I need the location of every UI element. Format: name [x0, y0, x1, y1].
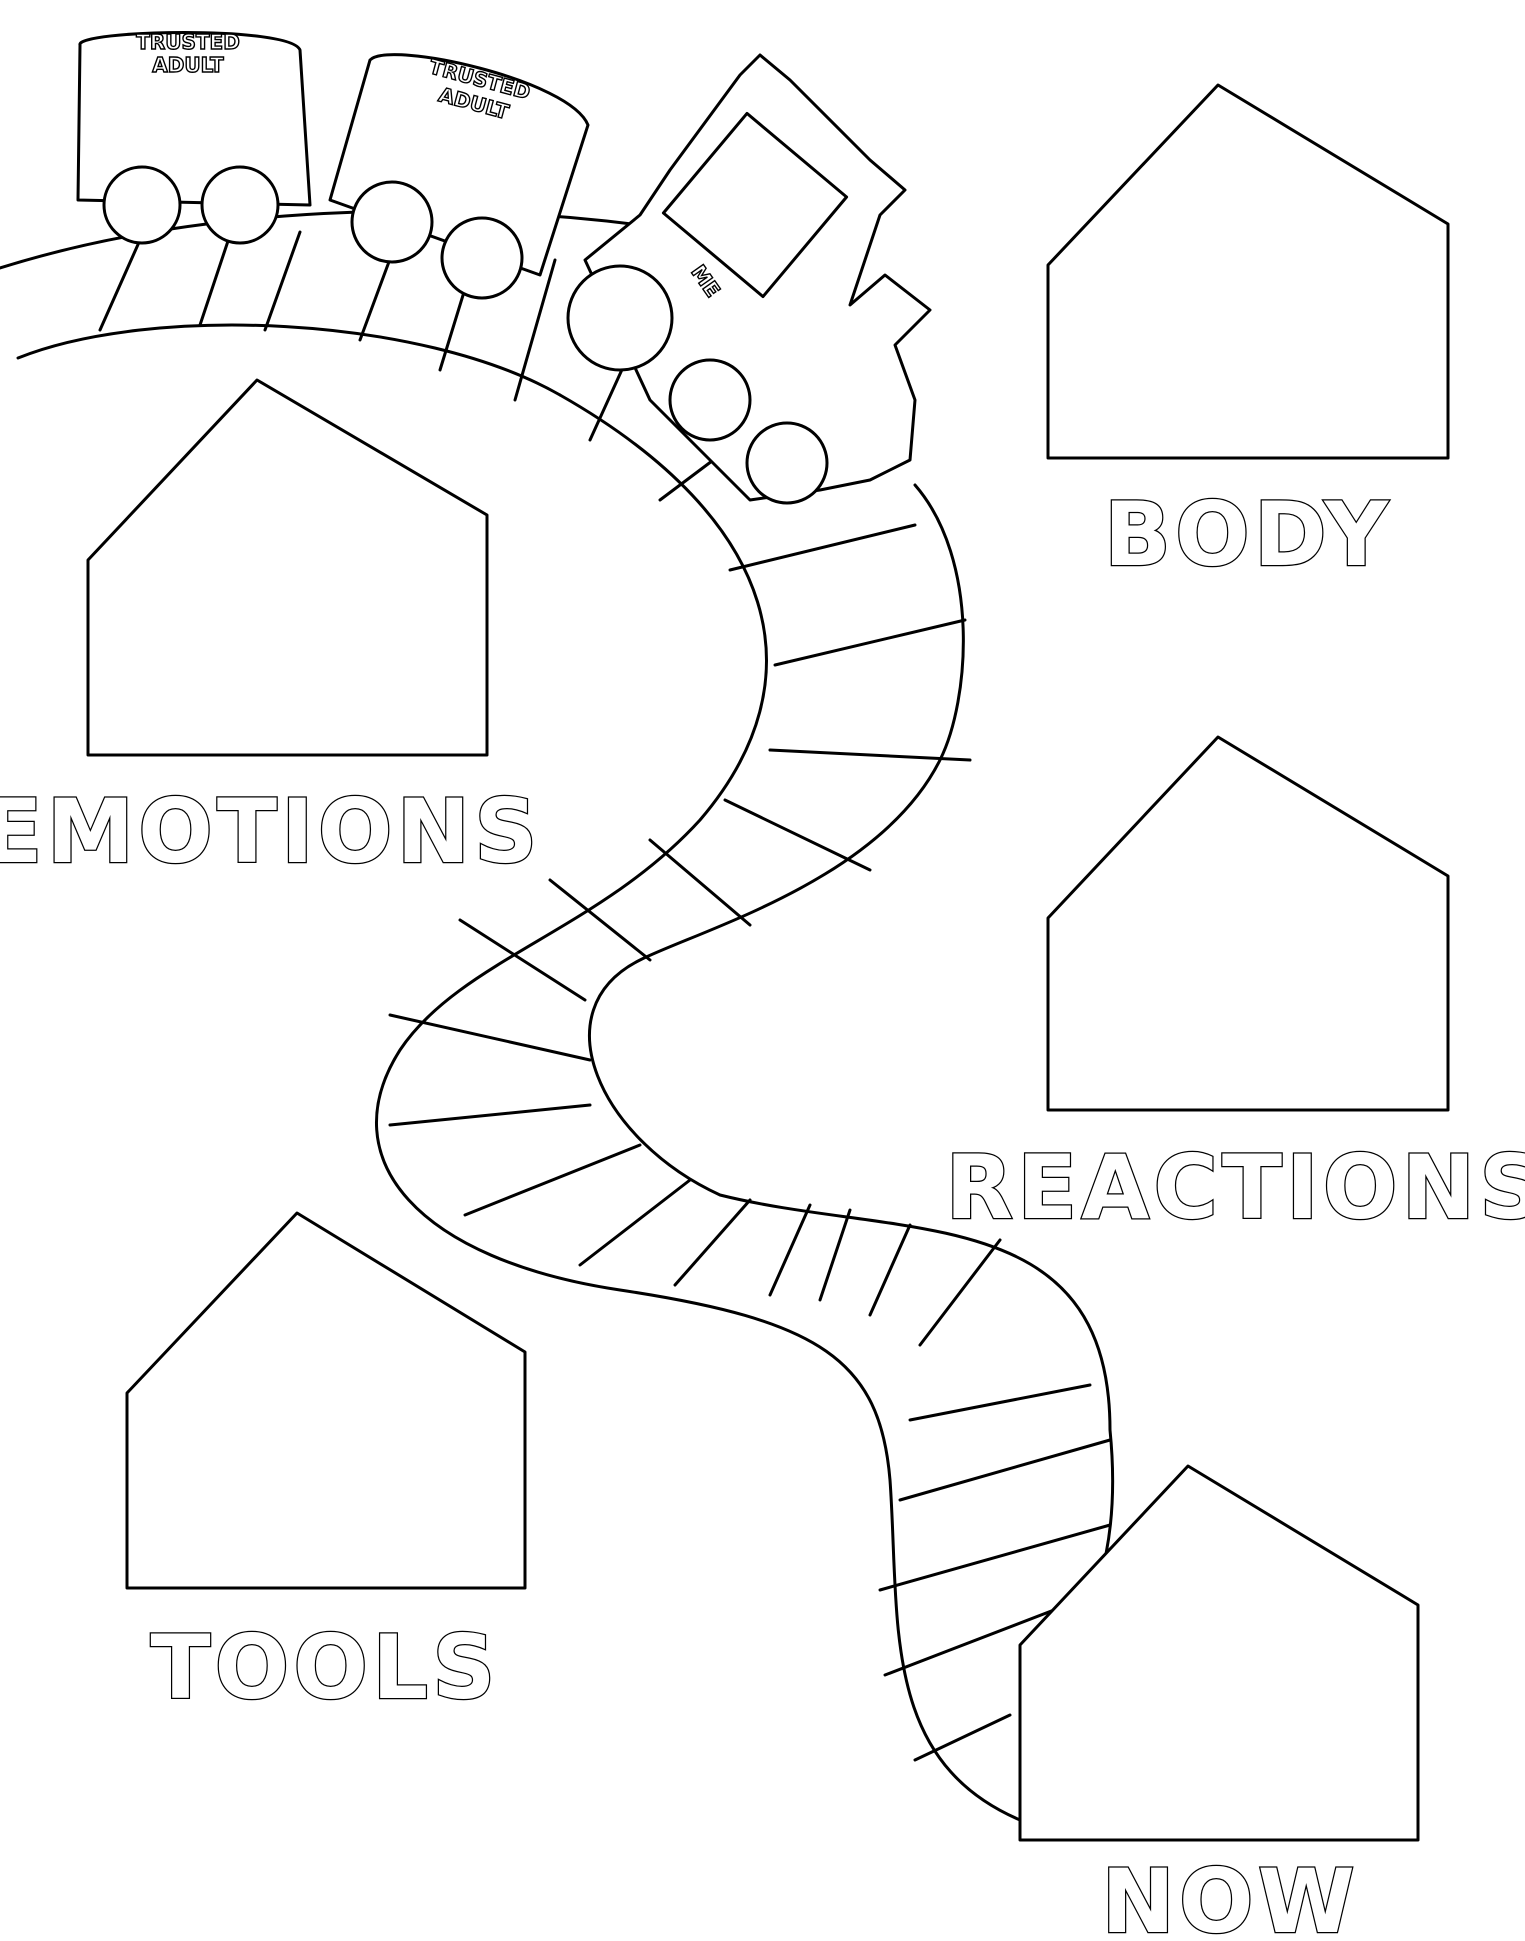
- engine-wheel-small: [747, 423, 827, 503]
- label-emotions: EMOTIONS: [0, 780, 542, 883]
- car1-label-line1: TRUSTED: [136, 30, 240, 54]
- car1-wheel-left: [104, 167, 180, 243]
- house-body: [1048, 85, 1448, 458]
- engine-wheel-mid: [670, 360, 750, 440]
- house-tools: [127, 1213, 525, 1588]
- engine-wheel-big: [568, 266, 672, 370]
- label-body: BODY: [1104, 483, 1392, 586]
- train: TRUSTED ADULT TRUSTED ADULT ME: [78, 30, 930, 503]
- label-reactions: REACTIONS: [945, 1136, 1525, 1239]
- train-car-2: TRUSTED ADULT: [330, 54, 588, 298]
- train-car-1: TRUSTED ADULT: [78, 30, 310, 243]
- house-now: [1020, 1466, 1418, 1840]
- house-reactions: [1048, 737, 1448, 1110]
- car2-wheel-left: [352, 182, 432, 262]
- car1-label-line2: ADULT: [152, 53, 224, 77]
- label-now: NOW: [1101, 1850, 1359, 1941]
- house-emotions: [88, 380, 487, 755]
- label-tools: TOOLS: [150, 1616, 499, 1719]
- car2-wheel-right: [442, 218, 522, 298]
- car1-wheel-right: [202, 167, 278, 243]
